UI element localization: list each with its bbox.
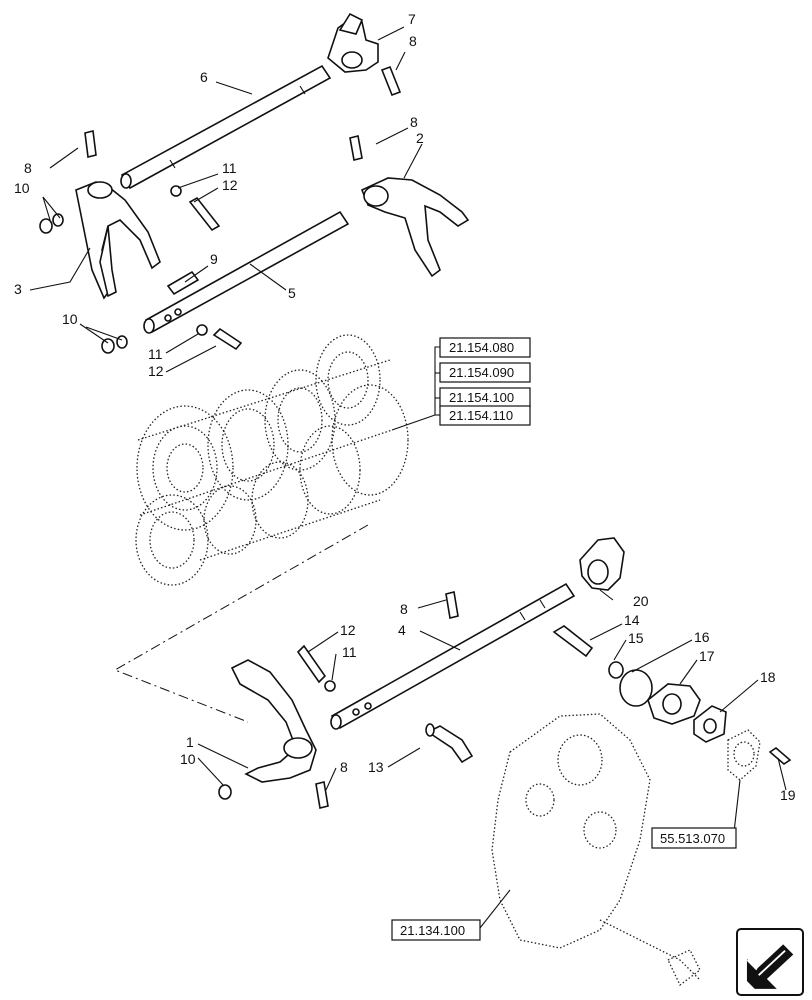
callout-14: 14 <box>624 612 640 628</box>
circlip-10-lower <box>101 335 128 354</box>
callout-10: 10 <box>14 180 30 196</box>
solenoid-valve <box>727 729 761 781</box>
callout-17: 17 <box>699 648 715 664</box>
pin-8-lower <box>315 781 329 809</box>
callout-8: 8 <box>340 759 348 775</box>
valve-reference-box: 55.513.070 <box>651 827 737 849</box>
callout-7: 7 <box>408 11 416 27</box>
housing-reference-box: 21.134.100 <box>391 919 481 941</box>
shift-fork-2 <box>360 177 470 278</box>
transmission-housing <box>491 713 701 986</box>
callout-10: 10 <box>180 751 196 767</box>
ball-11-lower <box>196 324 208 336</box>
shift-fork-3 <box>75 181 161 300</box>
seal-ring-16 <box>619 669 653 707</box>
callout-5: 5 <box>288 285 296 301</box>
circlip-10-upper <box>39 213 64 234</box>
screw-19 <box>768 746 792 766</box>
callout-12: 12 <box>340 622 356 638</box>
callout-3: 3 <box>14 281 22 297</box>
dashdot-line <box>113 524 369 723</box>
gear-reference-boxes: 21.154.080 21.154.090 21.154.100 21.154.… <box>439 337 531 426</box>
callout-13: 13 <box>368 759 384 775</box>
pin-8-top <box>380 65 402 97</box>
callout-6: 6 <box>200 69 208 85</box>
pin-8-mid <box>445 591 459 619</box>
flange-17 <box>647 683 701 725</box>
callout-8: 8 <box>409 33 417 49</box>
shift-rod-6 <box>120 64 332 190</box>
callout-1: 1 <box>186 734 194 750</box>
callout-4: 4 <box>398 622 406 638</box>
callout-8: 8 <box>24 160 32 176</box>
shift-fork-1 <box>230 659 317 783</box>
callout-12: 12 <box>148 363 164 379</box>
pin-8-left <box>84 130 97 158</box>
leader-lines <box>29 26 787 929</box>
ref-box-gear-2[interactable]: 21.154.090 <box>449 365 514 380</box>
spring-12-lower <box>212 327 243 351</box>
callout-12: 12 <box>222 177 238 193</box>
ball-11-bottom <box>324 680 336 692</box>
shift-finger-7 <box>327 12 379 73</box>
spring-12-bottom <box>296 644 327 684</box>
key-9 <box>166 270 200 296</box>
ref-box-gear-3[interactable]: 21.154.100 <box>449 390 514 405</box>
spring-12-upper <box>188 196 221 232</box>
callout-10: 10 <box>62 311 78 327</box>
ref-box-gear-1[interactable]: 21.154.080 <box>449 340 514 355</box>
ball-11-upper <box>170 185 182 197</box>
callout-11: 11 <box>342 644 357 660</box>
arrow-navigation-icon <box>746 944 794 989</box>
shift-rod-5 <box>143 210 350 334</box>
callout-8: 8 <box>410 114 418 130</box>
callout-16: 16 <box>694 629 710 645</box>
callout-20: 20 <box>633 593 649 609</box>
plate-18 <box>693 705 727 743</box>
callout-11: 11 <box>222 160 237 176</box>
callout-2: 2 <box>416 130 424 146</box>
shift-rod-4 <box>330 582 576 730</box>
circlip-10-bottom <box>218 784 232 800</box>
callout-19: 19 <box>780 787 796 803</box>
pin-14 <box>552 625 594 658</box>
callout-15: 15 <box>628 630 644 646</box>
gear-cluster <box>135 334 409 586</box>
callout-8: 8 <box>400 601 408 617</box>
o-ring-15 <box>608 661 624 679</box>
callout-9: 9 <box>210 251 218 267</box>
navigation-arrow-button[interactable] <box>736 928 804 996</box>
shift-finger-20 <box>579 537 625 591</box>
bolt-13 <box>425 723 474 764</box>
ref-box-housing[interactable]: 21.134.100 <box>400 923 465 938</box>
ref-box-gear-4[interactable]: 21.154.110 <box>449 408 513 423</box>
pin-8-right <box>349 135 363 161</box>
callout-11: 11 <box>148 346 163 362</box>
callout-18: 18 <box>760 669 776 685</box>
callout-numbers: 7 8 6 8 10 8 2 11 12 9 3 5 10 11 12 20 8… <box>14 11 796 803</box>
ref-box-valve[interactable]: 55.513.070 <box>660 831 725 846</box>
